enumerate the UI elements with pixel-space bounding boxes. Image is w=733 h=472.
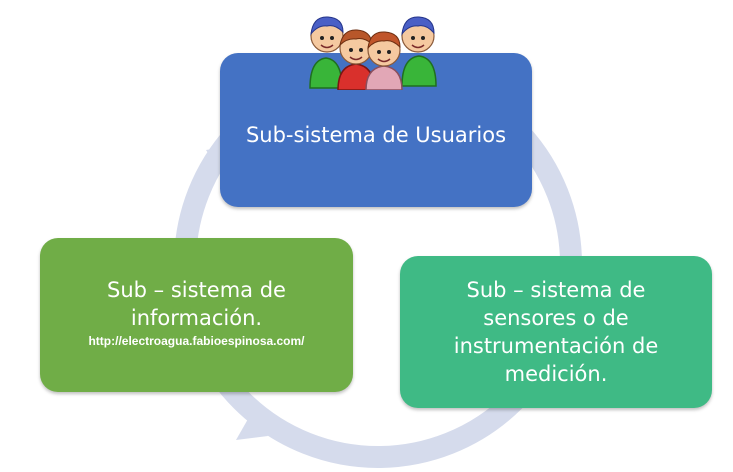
users-subsystem-label: Sub-sistema de Usuarios: [245, 123, 507, 147]
information-subsystem-label: Sub – sistema de información.: [107, 278, 286, 330]
sensors-subsystem-box: Sub – sistema de sensores o de instrumen…: [400, 256, 712, 408]
sensors-subsystem-label: Sub – sistema de sensores o de instrumen…: [453, 278, 659, 386]
cycle-arrowhead-information: [236, 412, 268, 440]
people-group-icon: [309, 16, 437, 90]
person-green-left: [309, 16, 344, 89]
information-subsystem-box: Sub – sistema de información. http://ele…: [40, 238, 353, 392]
website-url: http://electroagua.fabioespinosa.com/: [88, 334, 305, 348]
person-pink: [365, 31, 403, 90]
person-green-right: [401, 16, 437, 87]
